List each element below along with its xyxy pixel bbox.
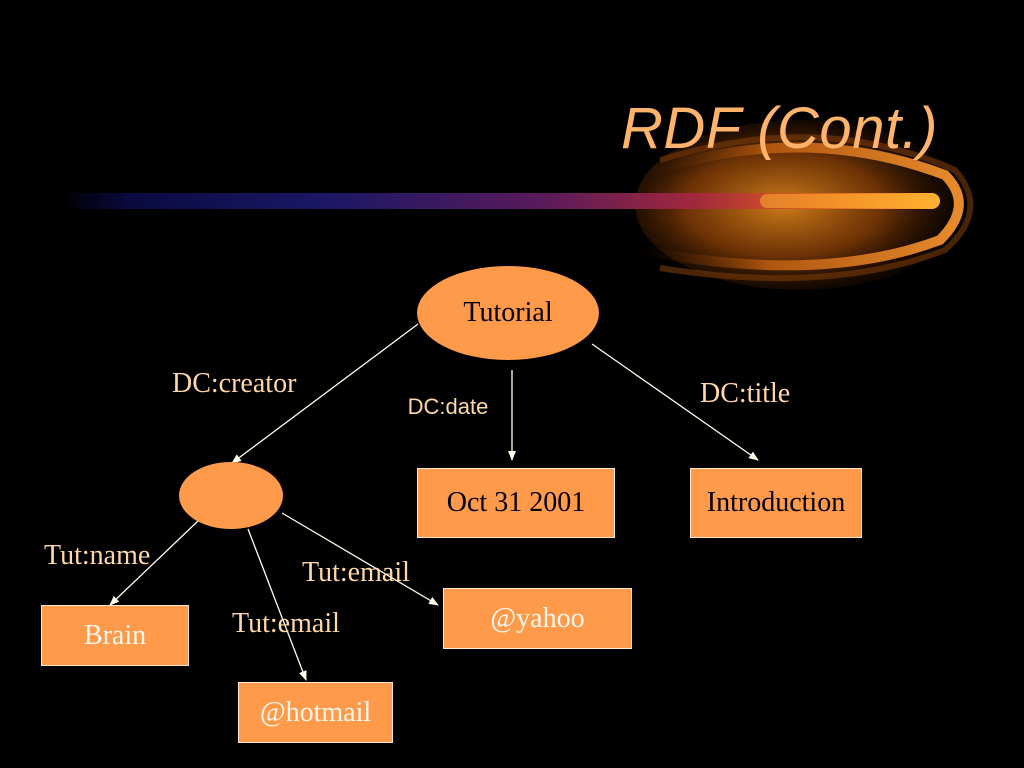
edge-label-tut-email-hotmail: Tut:email xyxy=(232,608,340,639)
node-date-value-label: Oct 31 2001 xyxy=(446,487,586,518)
node-title-value-label: Introduction xyxy=(706,487,846,518)
node-email-hotmail: @hotmail xyxy=(238,682,393,743)
edge-label-dc-date: DC:date xyxy=(407,394,489,419)
edge-dc-title xyxy=(591,343,759,461)
node-name-value-label: Brain xyxy=(83,619,147,651)
node-tutorial: Tutorial xyxy=(417,266,599,360)
edge-dc-creator xyxy=(231,323,419,464)
node-email-hotmail-label: @hotmail xyxy=(259,696,372,728)
edge-label-dc-creator: DC:creator xyxy=(172,368,297,399)
node-email-yahoo-label: @yahoo xyxy=(490,602,585,634)
node-date-value: Oct 31 2001 xyxy=(417,468,615,538)
edge-tut-email-hotmail xyxy=(247,528,307,681)
edge-label-dc-title: DC:title xyxy=(700,378,791,409)
edge-tut-email-yahoo xyxy=(281,512,439,606)
edge-label-tut-email-yahoo: Tut:email xyxy=(302,557,410,588)
node-name-value: Brain xyxy=(41,605,189,666)
edge-label-tut-name: Tut:name xyxy=(44,540,151,571)
slide-title: RDF (Cont.) xyxy=(620,96,938,161)
node-email-yahoo: @yahoo xyxy=(443,588,632,649)
node-tutorial-label: Tutorial xyxy=(463,297,553,328)
node-title-value: Introduction xyxy=(690,468,862,538)
node-creator-blank xyxy=(179,462,283,529)
edge-tut-name xyxy=(109,520,199,606)
